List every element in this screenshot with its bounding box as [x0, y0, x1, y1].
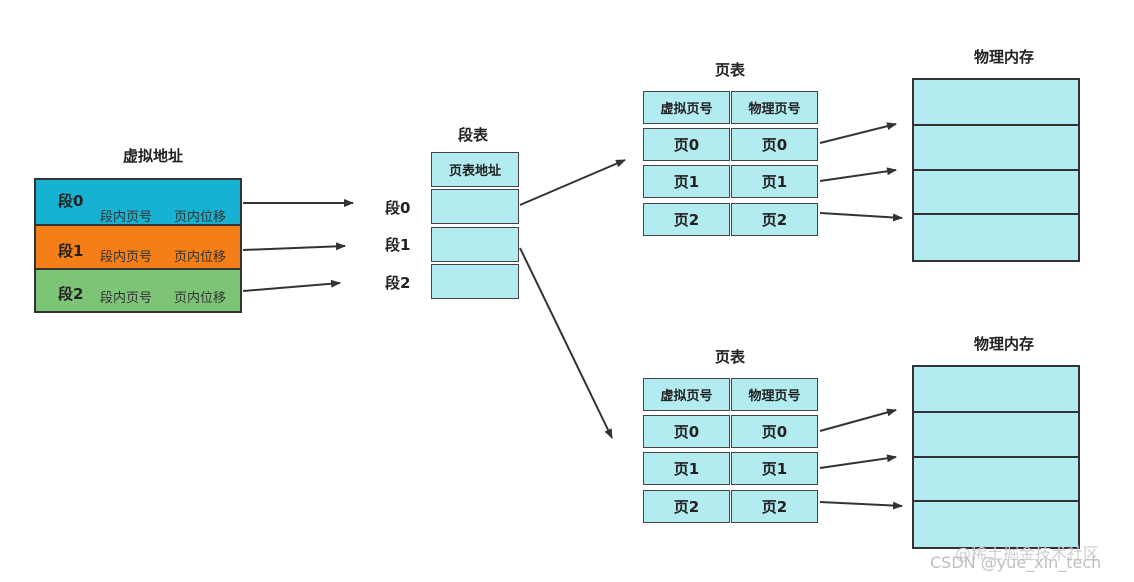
page-table-1-cell: 页2	[731, 203, 818, 236]
arrow-pt1-p1	[819, 167, 897, 182]
segment-table-title: 段表	[458, 126, 489, 144]
arrow-pt1-p2	[819, 212, 903, 222]
page-table-1-cell: 页1	[731, 165, 818, 198]
arrow-pt2-p1	[819, 454, 897, 469]
segment-label-1: 段1	[385, 236, 411, 254]
page-table-2-cell: 页2	[643, 490, 730, 523]
memory-frame-divider	[914, 124, 1078, 126]
page-table-1-cell: 页0	[643, 128, 730, 161]
page-table-2-cell: 页1	[643, 452, 730, 485]
memory-frame-divider	[914, 169, 1078, 171]
physical-memory-1-title: 物理内存	[974, 48, 1035, 66]
segment-table-entry-0	[431, 189, 519, 224]
page-table-1-header-physical: 物理页号	[731, 91, 818, 124]
watermark-overlay: @稀土掘金技术社区	[955, 544, 1100, 563]
page-table-2-cell: 页0	[731, 415, 818, 448]
page-offset-field: 页内位移	[174, 291, 227, 306]
arrow-pt2-p2	[819, 501, 903, 510]
arrow-pt1-p0	[819, 122, 897, 144]
arrow-seg0-to-pt1	[519, 159, 626, 206]
memory-frame-divider	[914, 500, 1078, 502]
page-number-field: 段内页号	[100, 291, 153, 306]
page-table-2-cell: 页0	[643, 415, 730, 448]
page-table-1-cell: 页0	[731, 128, 818, 161]
segment-table-header: 页表地址	[431, 152, 519, 187]
arrow-va-to-seg2	[242, 279, 341, 292]
segment-number: 段1	[58, 242, 84, 260]
page-table-1-header-virtual: 虚拟页号	[643, 91, 730, 124]
page-table-2-cell: 页1	[731, 452, 818, 485]
segment-table-entry-1	[431, 227, 519, 262]
page-table-1-cell: 页1	[643, 165, 730, 198]
page-offset-field: 页内位移	[174, 210, 227, 225]
physical-memory-2	[912, 365, 1080, 549]
arrow-va-to-seg1	[242, 242, 346, 251]
virtual-address-row-2: 段2 段内页号 页内位移	[34, 268, 242, 313]
virtual-address-title: 虚拟地址	[123, 147, 184, 165]
physical-memory-2-title: 物理内存	[974, 335, 1035, 353]
segment-number: 段0	[58, 192, 84, 210]
physical-memory-1	[912, 78, 1080, 262]
page-table-2-title: 页表	[715, 348, 746, 366]
page-number-field: 段内页号	[100, 250, 153, 265]
page-table-2-header-virtual: 虚拟页号	[643, 378, 730, 411]
segment-table-entry-2	[431, 264, 519, 299]
memory-frame-divider	[914, 456, 1078, 458]
arrow-pt2-p0	[819, 408, 897, 432]
page-table-1-title: 页表	[715, 61, 746, 79]
page-table-2-header-physical: 物理页号	[731, 378, 818, 411]
segment-label-2: 段2	[385, 274, 411, 292]
page-offset-field: 页内位移	[174, 250, 227, 265]
memory-frame-divider	[914, 411, 1078, 413]
segment-label-0: 段0	[385, 199, 411, 217]
page-table-2-cell: 页2	[731, 490, 818, 523]
watermark: CSDN @yue_xin_tech	[930, 553, 1102, 572]
segment-number: 段2	[58, 285, 84, 303]
page-number-field: 段内页号	[100, 210, 153, 225]
page-table-1-cell: 页2	[643, 203, 730, 236]
arrow-seg1-to-pt2	[519, 247, 613, 439]
memory-frame-divider	[914, 213, 1078, 215]
virtual-address-row-1: 段1 段内页号 页内位移	[34, 224, 242, 270]
